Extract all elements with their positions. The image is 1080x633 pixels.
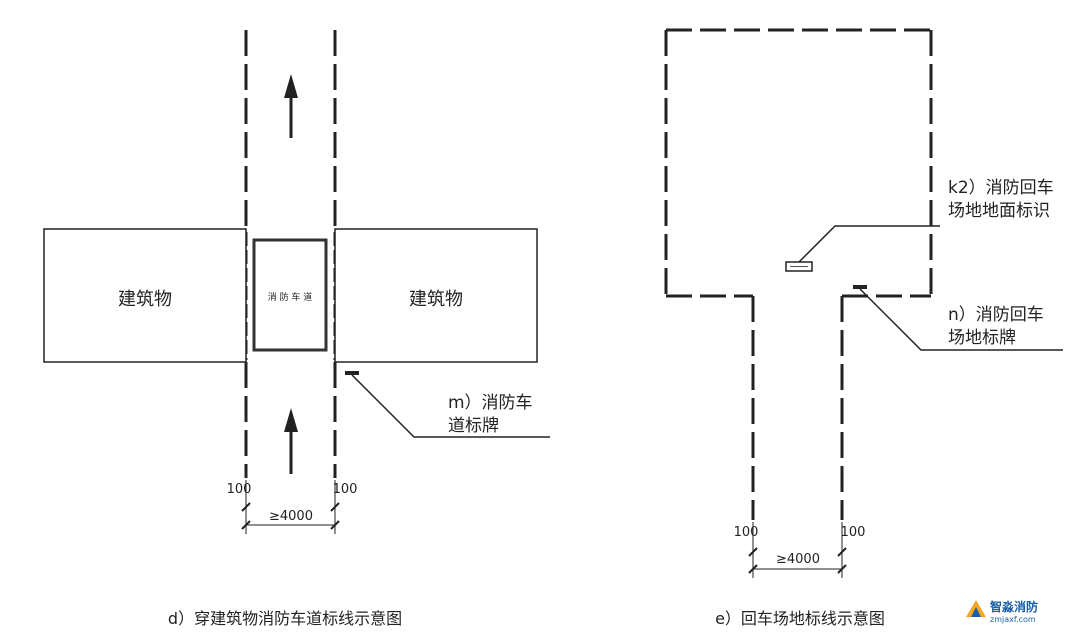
building-right-label: 建筑物 (409, 289, 463, 310)
dim-left-offset: 100 (227, 482, 252, 497)
left-diagram: 建筑物 建筑物 消 防 车 道 m）消防车 道标牌 100 100 ≥40 (43, 30, 550, 628)
access-dim-width-value: ≥4000 (776, 552, 820, 567)
right-diagram: k2）消防回车 场地地面标识 n）消防回车 场地标牌 100 100 ≥4000… (664, 28, 1063, 628)
watermark-url: zmjaxf.com (990, 615, 1036, 624)
access-width-dimension (748, 522, 847, 578)
sign-callout-leader (351, 374, 550, 438)
sign-callout-line1: m）消防车 (448, 393, 533, 413)
caption-left: d）穿建筑物消防车道标线示意图 (168, 609, 402, 628)
watermark-logo: 智淼消防 zmjaxf.com (966, 599, 1038, 624)
turnaround-sign-callout-leader (859, 288, 1063, 351)
dim-right-offset: 100 (333, 482, 358, 497)
fire-lane-marking-box (252, 238, 328, 352)
building-left-label: 建筑物 (118, 289, 172, 310)
access-dim-right-offset: 100 (841, 525, 866, 540)
access-dim-left-offset: 100 (734, 525, 759, 540)
ground-marking-callout-leader (798, 225, 940, 263)
turnaround-sign-callout-line1: n）消防回车 (948, 305, 1044, 325)
building-right-rect (334, 228, 538, 363)
dim-width-value: ≥4000 (269, 509, 313, 524)
ground-marking-callout-line2: 场地地面标识 (948, 201, 1050, 221)
fire-lane-sign-mark (345, 371, 359, 375)
fire-lane-marking-text: 消 防 车 道 (268, 291, 313, 303)
direction-arrow-up-top (284, 74, 298, 138)
turnaround-sign-callout-line2: 场地标牌 (948, 328, 1016, 348)
turnaround-boundary-lines (664, 28, 933, 520)
watermark-name: 智淼消防 (989, 599, 1038, 614)
building-left-rect (43, 228, 247, 363)
ground-marking-callout-line1: k2）消防回车 (948, 178, 1054, 198)
turnaround-sign-mark (853, 285, 867, 289)
sign-callout-line2: 道标牌 (448, 416, 499, 436)
width-dimension (241, 480, 340, 534)
direction-arrow-up-bottom (284, 408, 298, 474)
caption-right: e）回车场地标线示意图 (715, 609, 885, 628)
